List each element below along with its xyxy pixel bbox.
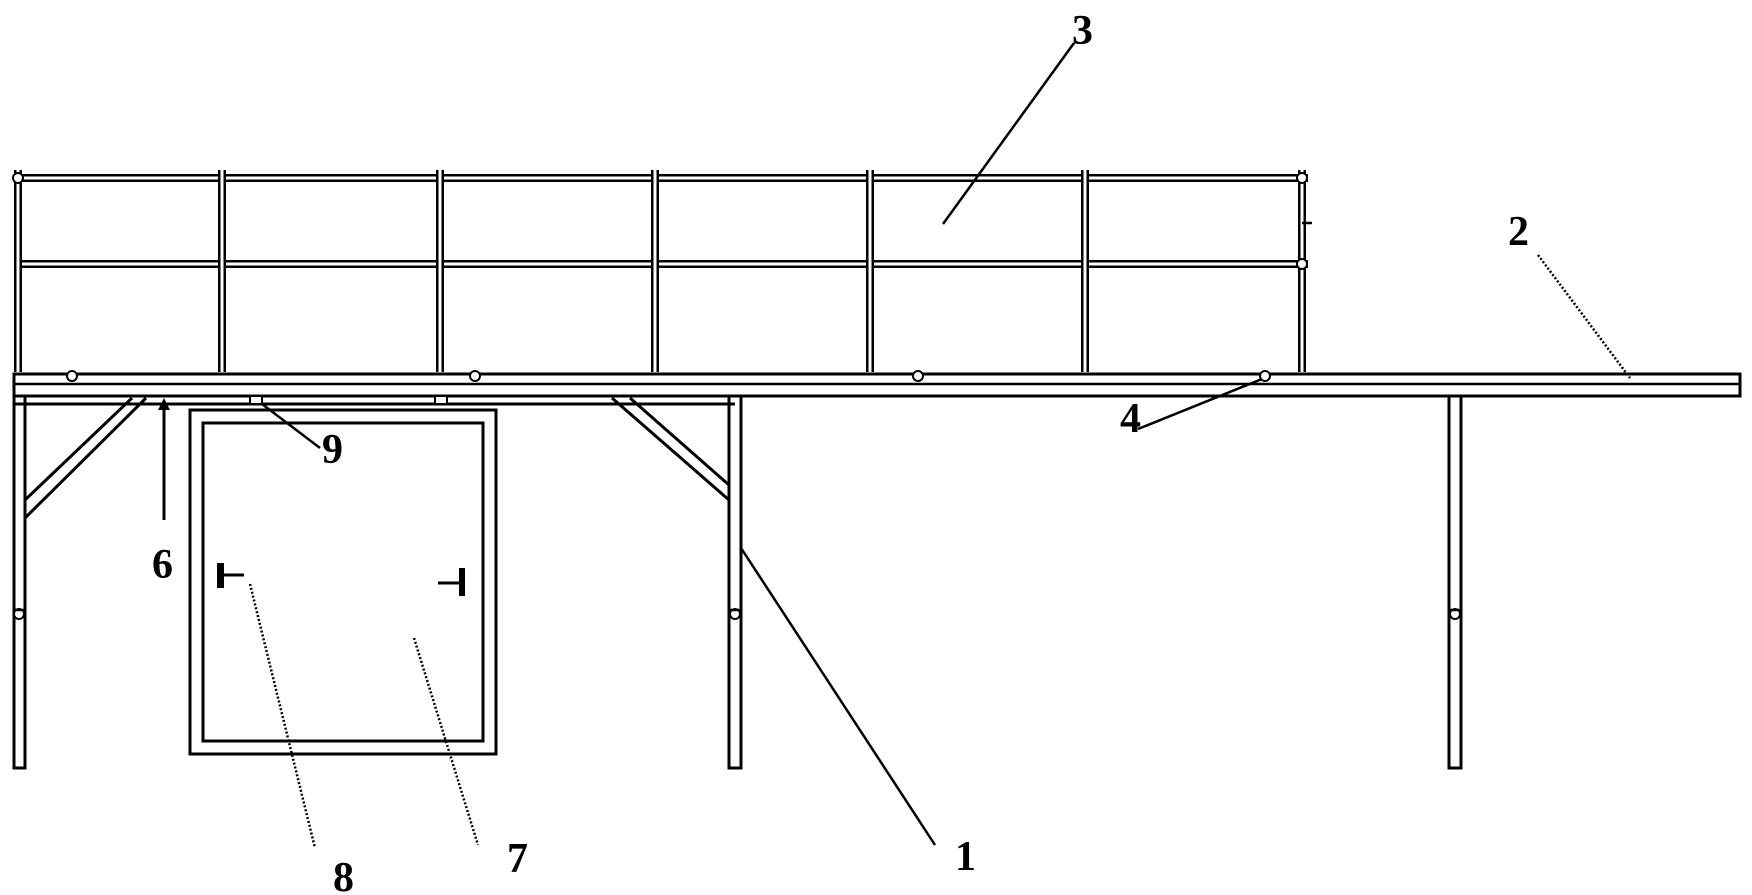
hinge	[66, 370, 78, 382]
callout-7: 7	[507, 836, 528, 882]
hinges	[66, 370, 1271, 382]
hinge	[469, 370, 481, 382]
leader-lines	[248, 42, 1632, 849]
stop-pin	[434, 395, 448, 405]
diagonal-braces	[23, 396, 730, 520]
callout-8: 8	[333, 855, 354, 895]
stop-pins	[249, 395, 448, 405]
door-panel	[188, 408, 498, 756]
railing	[12, 170, 1312, 372]
callout-2: 2	[1508, 209, 1529, 255]
stop-pin	[249, 395, 263, 405]
handles	[217, 563, 465, 596]
railing-posts	[14, 170, 1306, 372]
callout-6: 6	[152, 542, 173, 588]
callout-3: 3	[1072, 8, 1093, 54]
callout-4: 4	[1120, 396, 1141, 442]
callout-labels: 3 2 4 9 6 8 7 1	[152, 8, 1529, 895]
hinge	[912, 370, 924, 382]
support-frame	[12, 394, 1463, 770]
hinge	[1259, 370, 1271, 382]
callout-1: 1	[955, 834, 976, 880]
extension-platform	[12, 372, 1742, 398]
callout-9: 9	[322, 427, 343, 473]
support-rod	[158, 398, 170, 520]
